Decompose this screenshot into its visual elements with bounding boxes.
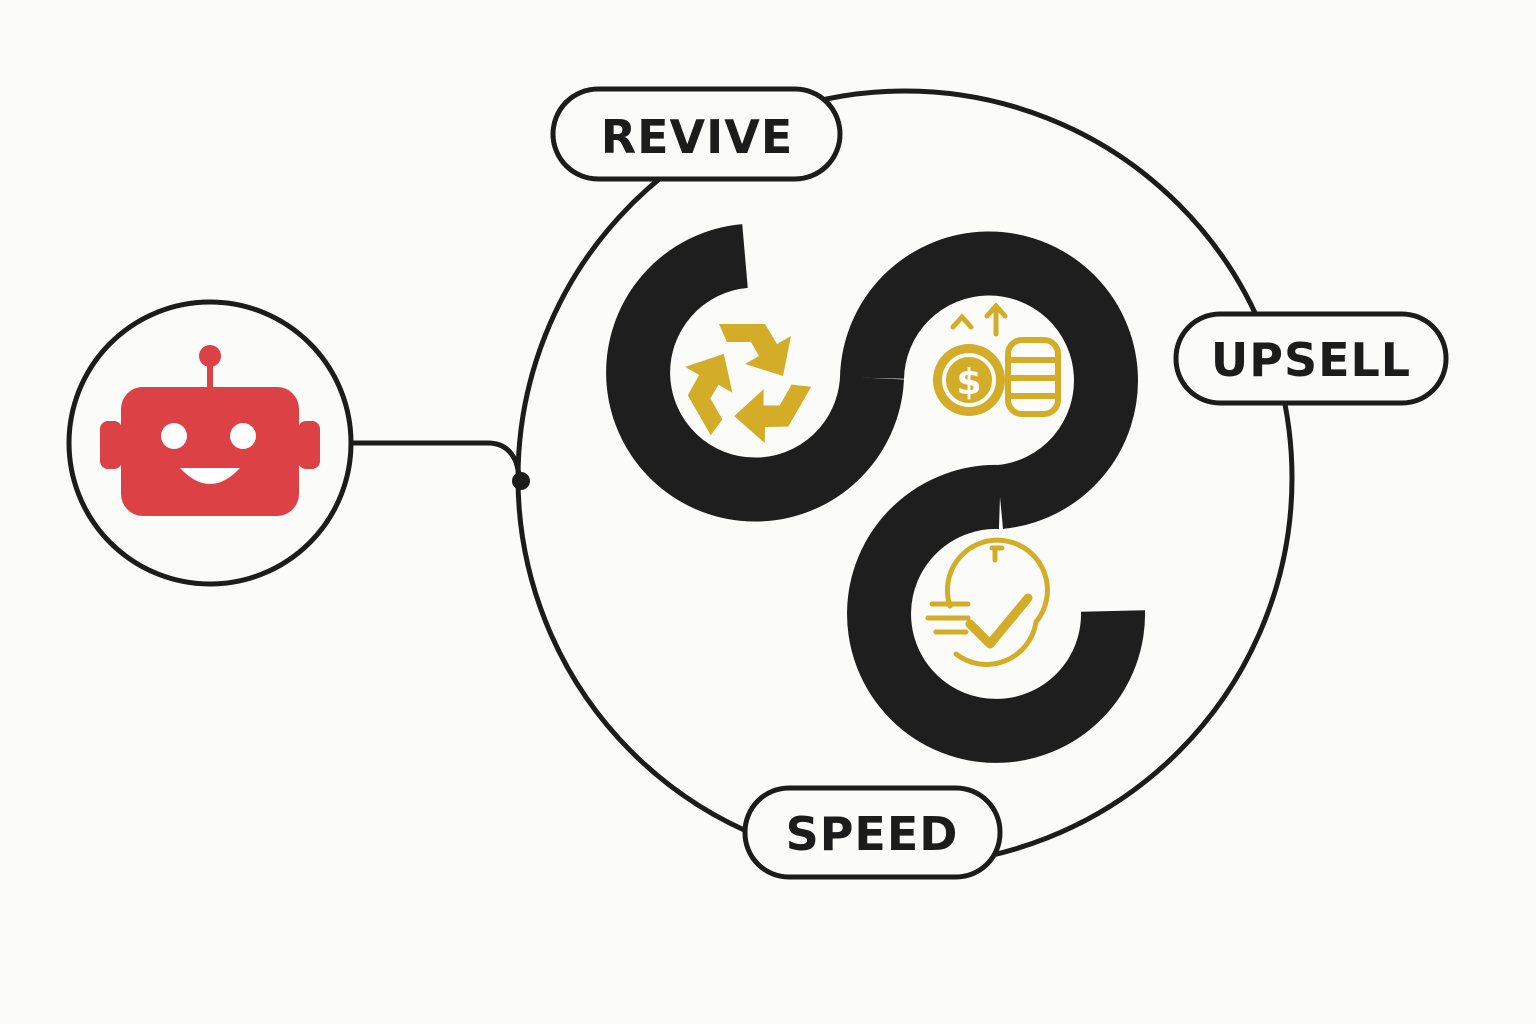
recycle-icon bbox=[685, 324, 812, 444]
outer-orbit-circle bbox=[515, 88, 1295, 868]
speed-label: SPEED bbox=[786, 807, 959, 861]
band-speed-segment bbox=[847, 464, 1146, 763]
robot-icon bbox=[100, 345, 320, 516]
revive-pill: REVIVE bbox=[550, 86, 843, 182]
upsell-pill: UPSELL bbox=[1173, 311, 1449, 406]
dollar-coins-icon: $ bbox=[933, 302, 1061, 417]
stopwatch-check-icon bbox=[925, 537, 1050, 667]
bot-connector-line bbox=[350, 440, 524, 482]
bot-node bbox=[66, 299, 354, 587]
band-upsell-segment bbox=[840, 231, 1138, 529]
revive-label: REVIVE bbox=[601, 110, 794, 164]
up-arrows bbox=[950, 302, 1008, 337]
speed-pill: SPEED bbox=[742, 785, 1003, 880]
serpentine-band bbox=[606, 224, 1146, 763]
svg-text:$: $ bbox=[956, 362, 981, 403]
coin-stack bbox=[1005, 337, 1061, 417]
upsell-label: UPSELL bbox=[1211, 333, 1411, 387]
band-revive-segment bbox=[606, 224, 904, 522]
connector-node bbox=[512, 472, 530, 490]
